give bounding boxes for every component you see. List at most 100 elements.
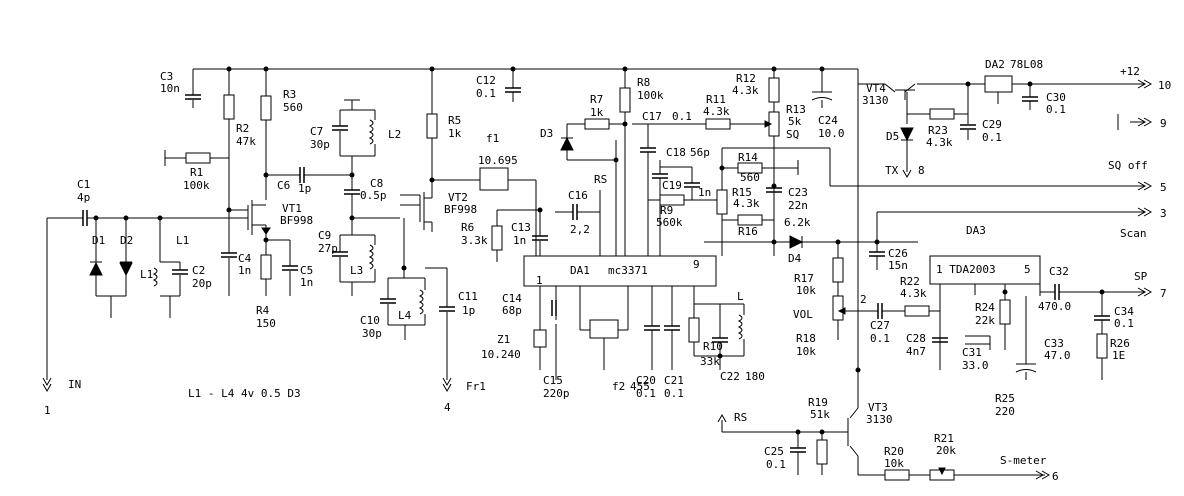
r4	[260, 240, 272, 296]
c10-l4-tank	[379, 268, 426, 340]
c9-ref: C9	[318, 229, 331, 242]
signal-labels: SQ RS RS IN Fr1 L1 - L4 4v 0.5 D3 +12 SQ…	[68, 65, 1148, 467]
terminal-5: 5	[1160, 181, 1167, 194]
sqoff-label: SQ off	[1108, 159, 1148, 172]
c11	[425, 267, 456, 393]
d3-ref: D3	[540, 127, 553, 140]
da2-regulator	[984, 75, 1013, 104]
r12-ref: R12	[736, 72, 756, 85]
vt2	[400, 69, 433, 268]
c8	[343, 175, 361, 218]
terminal-6: 6	[1052, 470, 1059, 483]
c7-ref: C7	[310, 125, 323, 138]
c1-value: 4p	[77, 191, 90, 204]
c5-value: 1n	[300, 276, 313, 289]
da1-ref: DA1	[570, 264, 590, 277]
c14-ref: C14	[502, 292, 522, 305]
c24-ref: C24	[818, 114, 838, 127]
da3-pin1: 1 TDA2003	[936, 263, 996, 276]
c11-value: 1p	[462, 304, 475, 317]
c2-value: 20p	[192, 277, 212, 290]
r8-value: 100k	[637, 89, 664, 102]
r2-value: 47k	[236, 135, 256, 148]
da1-pin9: 9	[693, 258, 700, 271]
c12	[504, 69, 522, 102]
fr1-label: Fr1	[466, 380, 486, 393]
da2-value: 78L08	[1010, 58, 1043, 71]
terminal-numbers: 1 3 4 5 6 7 8 9 10	[44, 79, 1171, 483]
r23-ref: R23	[928, 124, 948, 137]
c30-value: 0.1	[1046, 103, 1066, 116]
c21-value: 0.1	[664, 387, 684, 400]
c26-ref: C26	[888, 247, 908, 260]
c8-value: 0.5p	[360, 189, 387, 202]
r2	[223, 69, 235, 210]
r16-value: 6.2k	[784, 216, 811, 229]
c3-ref: C3	[160, 70, 173, 83]
r22-value: 4.3k	[900, 287, 927, 300]
r26-value: 1E	[1112, 349, 1125, 362]
l2-ref: L2	[388, 128, 401, 141]
c23-ref: C23	[788, 186, 808, 199]
c14-value: 68p	[502, 304, 522, 317]
vt4-value: 3130	[862, 94, 889, 107]
in-label: IN	[68, 378, 81, 391]
c33-value: 47.0	[1044, 349, 1071, 362]
r19-value: 51k	[810, 408, 830, 421]
c18-value: 56p	[690, 146, 710, 159]
sq-label: SQ	[786, 128, 799, 141]
f2-ref: f2	[612, 380, 625, 393]
c33	[1015, 296, 1037, 380]
r15-ref: R15	[732, 186, 752, 199]
c6-ref: C6	[277, 179, 290, 192]
r21-value: 20k	[936, 444, 956, 457]
r25-value: 220	[995, 405, 1015, 418]
sp-label: SP	[1134, 270, 1148, 283]
c13-ref: C13	[511, 221, 531, 234]
c26	[868, 211, 1130, 270]
vol-label: VOL	[793, 308, 813, 321]
c22-ref: C22	[720, 370, 740, 383]
da3-ic	[929, 255, 1130, 370]
r12-r13	[764, 69, 780, 256]
c4-value: 1n	[238, 264, 251, 277]
c9-l3-tank	[331, 217, 400, 296]
c10-ref: C10	[360, 314, 380, 327]
vt4-ref: VT4	[866, 82, 886, 95]
terminal-1: 1	[44, 404, 51, 417]
c31-ref: C31	[962, 346, 982, 359]
vt3-value: 3130	[866, 413, 893, 426]
f2-filter	[579, 286, 629, 370]
r3	[260, 69, 272, 200]
c27-ref: C27	[870, 319, 890, 332]
l3-ref: L3	[350, 264, 363, 277]
f1-filter	[479, 167, 537, 256]
c19-ref: C19	[662, 179, 682, 192]
r24-value: 22k	[975, 314, 995, 327]
c25-value: 0.1	[766, 458, 786, 471]
c25-ref: C25	[764, 445, 784, 458]
rs-label-top: RS	[594, 173, 607, 186]
r6	[491, 209, 540, 262]
l4-ref: L4	[398, 309, 412, 322]
c12-value: 0.1	[476, 87, 496, 100]
c24	[811, 69, 833, 108]
junction-dots	[93, 66, 1105, 435]
vt4	[884, 83, 977, 179]
r5	[426, 69, 480, 181]
c12-ref: C12	[476, 74, 496, 87]
vt3	[717, 370, 859, 475]
d4	[789, 235, 918, 249]
r1-ref: R1	[190, 166, 203, 179]
r6-value: 3.3k	[461, 234, 488, 247]
d1-ref: D1	[92, 234, 105, 247]
r13-value: 5k	[788, 115, 802, 128]
c15-ref: C15	[543, 374, 563, 387]
d4-ref: D4	[788, 252, 802, 265]
c20-ref: C20	[636, 374, 656, 387]
c6-value: 1p	[298, 182, 311, 195]
c30	[1021, 84, 1039, 110]
r2-ref: R2	[236, 122, 249, 135]
terminal-3: 3	[1160, 207, 1167, 220]
